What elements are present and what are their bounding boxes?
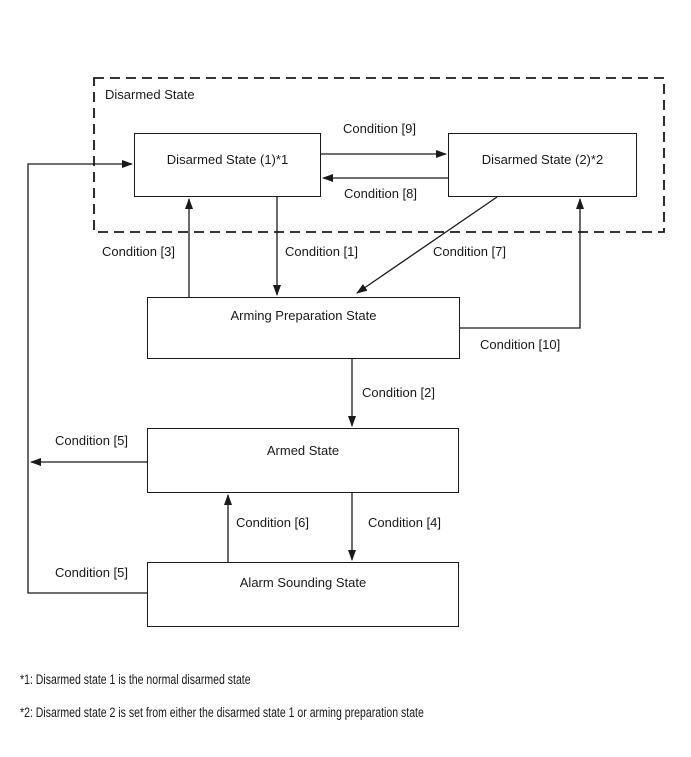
edge-label-condition-3: Condition [3] [102,244,175,259]
edge-label-condition-5-armed: Condition [5] [55,433,128,448]
edge-label-condition-1: Condition [1] [285,244,358,259]
node-armed-state: Armed State [147,428,459,493]
disarmed-state-group-border [93,77,665,233]
edge-label-condition-2: Condition [2] [362,385,435,400]
node-disarmed-state-1: Disarmed State (1)*1 [134,133,321,197]
edge-label-condition-8: Condition [8] [344,186,417,201]
edge-label-condition-5-alarm: Condition [5] [55,565,128,580]
edge-label-condition-4: Condition [4] [368,515,441,530]
node-arming-preparation-state-label: Arming Preparation State [230,308,377,323]
edge-label-condition-6: Condition [6] [236,515,309,530]
node-alarm-sounding-state: Alarm Sounding State [147,562,459,627]
footnote-1: *1: Disarmed state 1 is the normal disar… [20,672,316,687]
footnote-2-text: *2: Disarmed state 2 is set from either … [20,705,424,720]
connector-condition-7 [356,196,498,294]
connector-condition-10 [460,198,584,329]
node-disarmed-state-1-label: Disarmed State (1)*1 [166,152,289,167]
footnote-2: *2: Disarmed state 2 is set from either … [20,705,538,720]
node-disarmed-state-2-label: Disarmed State (2)*2 [481,152,604,167]
node-arming-preparation-state: Arming Preparation State [147,297,460,359]
disarmed-state-group-label: Disarmed State [105,87,195,102]
node-armed-state-label: Armed State [266,443,340,458]
edge-label-condition-7: Condition [7] [433,244,506,259]
footnote-1-text: *1: Disarmed state 1 is the normal disar… [20,672,251,687]
edge-label-condition-10: Condition [10] [480,337,561,352]
connector-condition-5-alarm-loop [27,160,147,594]
node-disarmed-state-2: Disarmed State (2)*2 [448,133,637,197]
edge-label-condition-9: Condition [9] [343,121,416,136]
node-alarm-sounding-state-label: Alarm Sounding State [239,575,367,590]
